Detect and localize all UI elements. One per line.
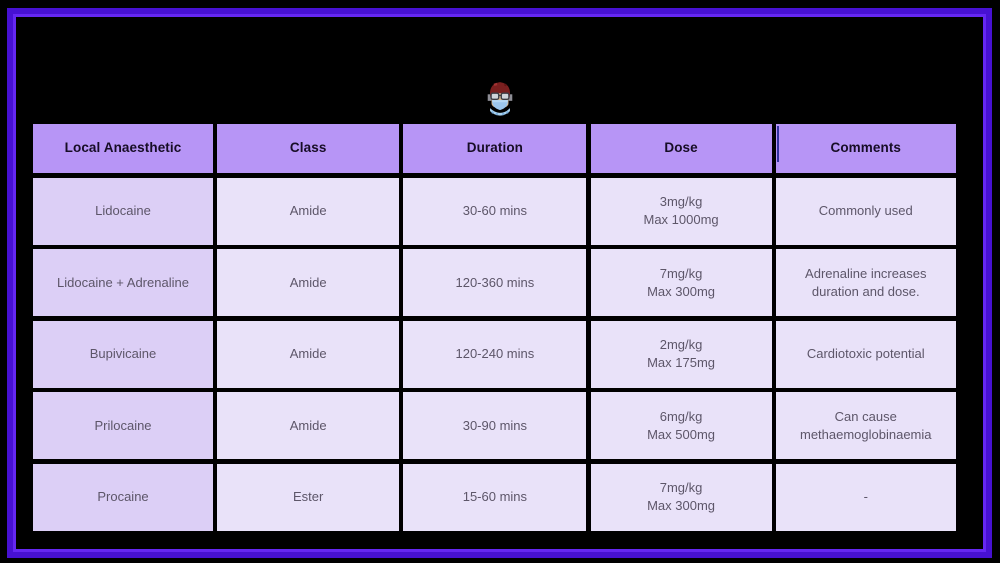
- medic-avatar-icon: [485, 80, 515, 116]
- cell-class[interactable]: Amide: [217, 249, 400, 316]
- column-header-class[interactable]: Class: [217, 124, 400, 173]
- anaesthetics-table: Local Anaesthetic Class Duration Dose Co…: [33, 124, 956, 531]
- dose-max: Max 1000mg: [643, 212, 719, 227]
- cell-class[interactable]: Ester: [217, 463, 400, 531]
- cell-anaesthetic-name[interactable]: Bupivicaine: [33, 320, 213, 388]
- cell-class[interactable]: Amide: [217, 320, 400, 388]
- medic-avatar-svg: [487, 82, 513, 116]
- cell-comments[interactable]: Adrenaline increases duration and dose.: [775, 249, 956, 316]
- column-header-dose[interactable]: Dose: [590, 124, 772, 173]
- text-cursor: [776, 126, 779, 162]
- cell-duration[interactable]: 120-360 mins: [403, 249, 587, 316]
- cell-anaesthetic-name[interactable]: Lidocaine + Adrenaline: [33, 249, 213, 316]
- cell-comments[interactable]: Cardiotoxic potential: [775, 320, 956, 388]
- column-header-local-anaesthetic[interactable]: Local Anaesthetic: [33, 124, 213, 173]
- cell-anaesthetic-name[interactable]: Lidocaine: [33, 177, 213, 245]
- cell-duration[interactable]: 30-60 mins: [403, 177, 587, 245]
- dose-max: Max 300mg: [647, 283, 716, 299]
- column-header-duration[interactable]: Duration: [403, 124, 587, 173]
- dose-per-kg: 2mg/kg: [659, 337, 703, 353]
- column-header-comments[interactable]: Comments: [775, 124, 956, 173]
- cell-dose[interactable]: 7mg/kg Max 300mg: [590, 463, 772, 531]
- cell-dose[interactable]: 2mg/kg Max 175mg: [590, 320, 772, 388]
- cell-anaesthetic-name[interactable]: Prilocaine: [33, 392, 213, 459]
- dose-max: Max 500mg: [647, 426, 716, 442]
- cell-comments[interactable]: -: [775, 463, 956, 531]
- dose-per-kg: 7mg/kg: [659, 265, 703, 281]
- cell-duration[interactable]: 15-60 mins: [403, 463, 587, 531]
- cell-class[interactable]: Amide: [217, 392, 400, 459]
- dose-max: Max 300mg: [647, 498, 716, 513]
- cell-comments[interactable]: Can cause methaemoglobinaemia: [775, 392, 956, 459]
- dose-per-kg: 6mg/kg: [659, 408, 703, 424]
- dose-max: Max 175mg: [647, 355, 716, 370]
- cell-duration[interactable]: 120-240 mins: [403, 320, 587, 388]
- cell-anaesthetic-name[interactable]: Procaine: [33, 463, 213, 531]
- cell-dose[interactable]: 3mg/kg Max 1000mg: [590, 177, 772, 245]
- cell-class[interactable]: Amide: [217, 177, 400, 245]
- cell-dose[interactable]: 6mg/kg Max 500mg: [590, 392, 772, 459]
- column-header-comments-label: Comments: [830, 140, 902, 156]
- cell-dose[interactable]: 7mg/kg Max 300mg: [590, 249, 772, 316]
- dose-per-kg: 7mg/kg: [659, 480, 703, 496]
- cell-duration[interactable]: 30-90 mins: [403, 392, 587, 459]
- cell-comments[interactable]: Commonly used: [775, 177, 956, 245]
- dose-per-kg: 3mg/kg: [659, 194, 703, 210]
